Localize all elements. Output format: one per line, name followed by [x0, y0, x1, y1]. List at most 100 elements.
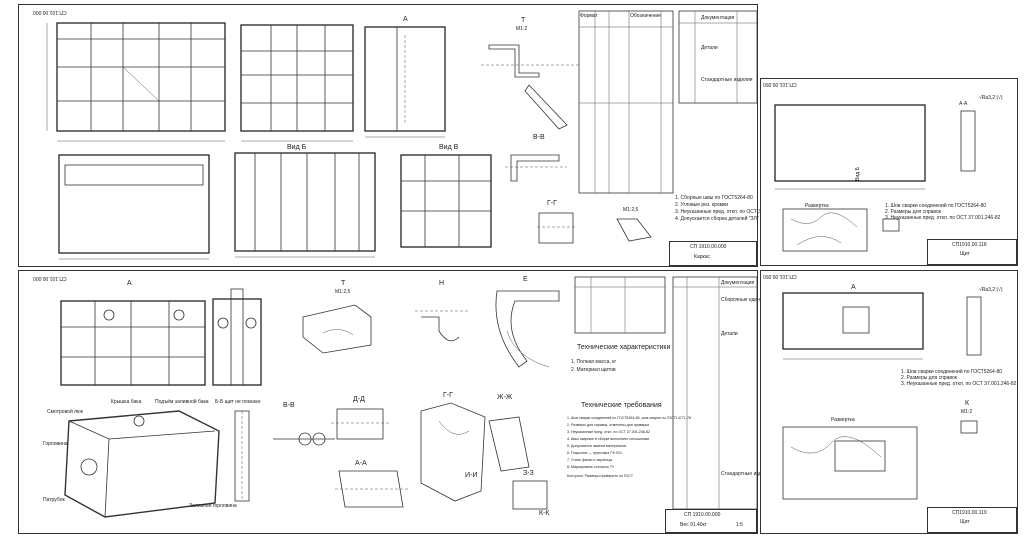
sheet-b-graphics — [60, 276, 758, 518]
sheet-d-graphics — [782, 292, 982, 500]
title-block-c-name: Щит — [960, 251, 970, 257]
spec-a-grid — [578, 10, 758, 194]
tech-req-8: 8. Маркировать согласно ТУ — [567, 465, 615, 469]
tech-req-3: 3. Неуказанные пред. откл. по ОСТ 37.001… — [567, 430, 650, 434]
title-block-a: СП 1910.00.000 Каркас — [669, 241, 757, 266]
label-view-t: Т — [521, 17, 526, 24]
title-block-b: СП 1910.00.000 Вес 91.40кг 1:5 — [665, 509, 757, 533]
view-frame-front — [46, 22, 226, 142]
tech-req-5: 5. Допускается замена материалов — [567, 444, 626, 448]
view-b — [234, 152, 376, 258]
label-b-view-e: Е — [523, 276, 528, 283]
section-zhzh — [488, 416, 530, 472]
title-block-b-code: СП 1910.00.000 — [684, 512, 721, 518]
note-a-3: 3. Неуказанные пред. откл. по ОСТ 37.001… — [675, 209, 791, 215]
view-frame-side — [240, 24, 354, 142]
sheet-c-view-b: Вид Б — [854, 167, 861, 181]
label-b-view-t: Т — [341, 280, 346, 287]
title-block-b-mass: Вес 91.40кг — [680, 522, 707, 528]
tech-req-6: 6. Покрытие — грунтовка ГФ-021 — [567, 451, 623, 455]
label-b-view-n: Н — [439, 280, 445, 287]
title-block-b-scale: 1:5 — [736, 522, 743, 528]
title-block-c: СП1910.00.118 Щит — [927, 239, 1017, 265]
spec-a-section-docs: Документация — [701, 15, 735, 21]
callout-2: Крышка бака — [111, 399, 142, 405]
view-tank-side — [212, 288, 262, 386]
view-v — [400, 154, 492, 248]
callout-5: Подъём заливной бака — [155, 399, 209, 405]
sheet-c-view-aa: А-А — [959, 101, 968, 107]
label-section-bb: В-В — [533, 134, 545, 141]
sheet-d-roughness: √Ra3,2 (√) — [979, 287, 1003, 293]
detail-flange — [273, 432, 335, 446]
detail-e-b — [495, 290, 560, 368]
section-bb — [505, 154, 567, 182]
label-b-view-ss: З-З — [523, 470, 534, 477]
view-tank-front — [60, 300, 206, 386]
note-a-4: 4. Допускается сборка деталей "ЗЛ" по пр… — [675, 216, 814, 222]
note-d-2: 2. Размеры для справок — [901, 375, 957, 381]
title-block-d-code: СП1910.00.119 — [952, 510, 987, 516]
section-aa-b — [335, 470, 409, 508]
tech-req-7: 7. Снять фаски и заусенцы — [567, 458, 613, 462]
sheet-d-scale: М1:2 — [961, 409, 973, 415]
label-section-gg: Г-Г — [547, 200, 557, 207]
drawing-sheet-a: СП.101.00.000 — [18, 4, 813, 267]
tech-char-1: 1. Полная масса, кг — [571, 359, 617, 365]
sheet-d-view-dev: Развертка — [831, 417, 855, 423]
sheet-d-view-a: А — [851, 284, 856, 291]
view-tank-iso — [64, 410, 220, 518]
sheet-d-view-k: К — [965, 400, 970, 407]
label-b-view-vv: В-В — [283, 402, 295, 409]
label-b-view-dd: Д-Д — [353, 396, 365, 403]
sheet-c-roughness: √Ra3,2 (√) — [979, 95, 1003, 101]
spec-a-section-std: Стандартные изделия — [701, 77, 753, 83]
note-a-1: 1. Сборные швы по ГОСТ5264-80 — [675, 195, 753, 201]
title-block-a-name: Каркас — [694, 254, 711, 260]
tech-req-heading: Технические требования — [581, 402, 662, 409]
label-b-view-kk: К-К — [539, 510, 550, 517]
label-b-view-zhzh: Ж-Ж — [497, 394, 513, 401]
label-view-b: Вид Б — [287, 144, 307, 151]
label-b-view-gg: Г-Г — [443, 392, 453, 399]
note-c-2: 2. Размеры для справок — [885, 209, 941, 215]
title-block-a-code: СП 1910.00.000 — [690, 244, 727, 250]
sheet-a-graphics — [46, 10, 758, 260]
callout-3: Горловина — [43, 441, 68, 447]
detail-n-b — [415, 310, 469, 342]
spec-b-section-std: Стандартные изделия — [721, 471, 773, 477]
spec-b-section-docs: Документация — [721, 280, 755, 286]
callout-1: Смотровой люк — [47, 409, 83, 415]
title-block-c-code: СП1910.00.118 — [952, 242, 987, 248]
callout-6: Патрубок — [43, 497, 65, 503]
detail-t-b — [302, 304, 372, 354]
view-tank-tall — [234, 410, 250, 502]
title-block-d-name: Щит — [960, 519, 970, 525]
spec-a-section-parts: Детали — [701, 45, 718, 51]
spec-b-section-parts: Детали — [721, 331, 738, 337]
section-gg — [537, 212, 652, 244]
note-d-3: 3. Неуказанные пред. откл. по ОСТ 37.001… — [901, 381, 1017, 387]
label-scale-t: М1:2 — [516, 26, 528, 32]
label-b-scale-t: М1:2,5 — [335, 289, 351, 295]
label-b-view-a: А — [127, 280, 132, 287]
section-dd — [331, 408, 389, 440]
spec-a-header-designation: Обозначение — [630, 13, 661, 19]
detail-t — [481, 44, 579, 130]
view-plan — [58, 154, 210, 260]
drawing-sheet-d: СП.101.00.050 √Ra3,2 (√) А К М1:2 Развер… — [760, 270, 1018, 534]
label-view-v: Вид В — [439, 144, 459, 151]
label-b-view-bb: Б-Б щит не показан — [215, 399, 261, 405]
section-ss — [512, 480, 548, 510]
sheet-c-view-dev: Развертка — [805, 203, 829, 209]
section-gg-b — [420, 402, 486, 502]
drawing-sheet-b: СП.101.00.000 — [18, 270, 773, 534]
tech-req-1: 1. Шов сварки соединений по ГОСТ5264-80,… — [567, 416, 691, 420]
tech-req-2: 2. Размеры для справок, отмечены для при… — [567, 423, 650, 427]
title-block-d: СП1910.00.119 Щит — [927, 507, 1017, 533]
spec-b-section-units: Сборочные единицы — [721, 297, 770, 303]
note-c-3: 3. Неуказанные пред. откл. по ОСТ 37.001… — [885, 215, 1001, 221]
label-b-view-ii: И-И — [465, 472, 478, 479]
note-a-2: 2. Угловые рез. кромки — [675, 202, 729, 208]
label-b-view-aa: А-А — [355, 460, 367, 467]
